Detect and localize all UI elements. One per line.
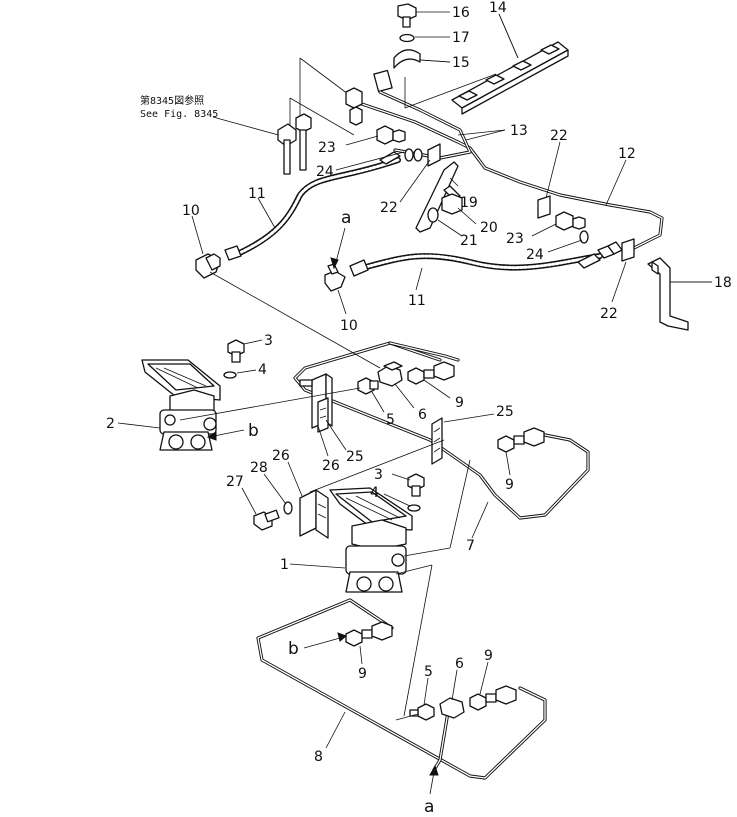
callout-20: 20 xyxy=(480,220,498,236)
clamps-22 xyxy=(427,143,635,262)
callout-24-upper: 24 xyxy=(316,164,334,180)
callout-23-upper: 23 xyxy=(318,140,336,156)
fitting-9-lower-left xyxy=(345,621,393,647)
callout-4-lower: 4 xyxy=(370,485,379,501)
bracket-18 xyxy=(647,257,712,331)
callout-26-lower: 26 xyxy=(272,448,290,464)
callout-9-right: 9 xyxy=(505,477,514,493)
washer-4-lower xyxy=(407,504,421,512)
elbow-10-left xyxy=(195,253,221,279)
washer-28 xyxy=(283,501,293,515)
arrow-b-lower xyxy=(303,632,347,649)
callout-5-upper: 5 xyxy=(386,412,395,428)
callout-22-left: 22 xyxy=(380,200,398,216)
upper-left-fittings xyxy=(277,57,361,175)
callout-17: 17 xyxy=(452,30,470,46)
callout-16: 16 xyxy=(452,5,470,21)
callout-9-lower-right: 9 xyxy=(484,648,493,664)
callout-1: 1 xyxy=(280,557,289,573)
reference-note-jp: 第8345図参照 xyxy=(140,94,204,107)
bracket-26-lower xyxy=(299,489,329,539)
fitting-5-lower xyxy=(409,703,435,721)
connection-leader-lines xyxy=(179,271,471,721)
callout-15: 15 xyxy=(452,55,470,71)
arrow-a-bottom xyxy=(429,764,439,795)
callout-3-lower: 3 xyxy=(374,467,383,483)
callout-6-upper: 6 xyxy=(418,407,427,423)
callout-11-upper: 11 xyxy=(248,186,266,202)
hose-11-upper xyxy=(224,151,401,261)
callout-2: 2 xyxy=(106,416,115,432)
mark-a-bottom: a xyxy=(424,797,434,817)
fitting-5-upper xyxy=(357,377,379,395)
callout-10-mid: 10 xyxy=(340,318,358,334)
callout-9-upper: 9 xyxy=(455,395,464,411)
mark-a-top: a xyxy=(341,208,351,228)
pipe-7 xyxy=(293,341,590,520)
fittings-23-24-upper xyxy=(376,125,423,162)
callout-27: 27 xyxy=(226,474,244,490)
bolt-3-lower xyxy=(407,473,425,497)
connection-letters: a b b a xyxy=(248,208,434,817)
mark-b-upper: b xyxy=(248,421,259,441)
hose-11-lower xyxy=(349,241,623,277)
brake-valve-1 xyxy=(329,487,413,593)
callout-numbers: 1 2 3 3 4 4 5 5 6 6 7 8 9 9 9 9 10 10 11… xyxy=(106,0,732,765)
pipe-13 xyxy=(345,87,664,252)
reference-note: 第8345図参照 See Fig. 8345 xyxy=(140,94,283,137)
callout-25-right: 25 xyxy=(496,404,514,420)
pipe-8 xyxy=(256,598,547,780)
elbow-10-mid xyxy=(324,263,346,292)
callout-3-upper: 3 xyxy=(264,333,273,349)
callout-10-left: 10 xyxy=(182,203,200,219)
callout-7: 7 xyxy=(466,538,475,554)
callout-19: 19 xyxy=(460,195,478,211)
callout-14: 14 xyxy=(489,0,507,16)
fittings-20-21 xyxy=(427,193,463,223)
mark-b-lower: b xyxy=(288,639,299,659)
bolt-27 xyxy=(253,509,280,531)
callout-18: 18 xyxy=(714,275,732,291)
bracket-25-upper xyxy=(317,397,329,433)
leader-lines-upper xyxy=(404,73,497,109)
bolt-16-washer-17-clamp-15 xyxy=(373,3,451,93)
callout-26-upper: 26 xyxy=(322,458,340,474)
bracket-25-right xyxy=(431,417,443,465)
washer-4-upper xyxy=(223,371,237,379)
fitting-9-upper xyxy=(407,361,455,385)
callout-12: 12 xyxy=(618,146,636,162)
fittings-23-24-right xyxy=(555,211,589,244)
fitting-9-lower-right xyxy=(469,685,517,711)
callout-23-right: 23 xyxy=(506,231,524,247)
connector-6-lower xyxy=(439,697,465,719)
callout-22-top-right: 22 xyxy=(550,128,568,144)
callout-6-lower: 6 xyxy=(455,656,464,672)
reference-note-en: See Fig. 8345 xyxy=(140,109,218,120)
arrow-b-upper xyxy=(206,429,245,441)
callout-9-lower-left: 9 xyxy=(358,666,367,682)
callout-5-lower: 5 xyxy=(424,664,433,680)
fitting-9-right xyxy=(497,427,545,453)
bolt-3-upper xyxy=(227,339,245,363)
callout-28: 28 xyxy=(250,460,268,476)
callout-4-upper: 4 xyxy=(258,362,267,378)
arrow-a-top xyxy=(330,227,346,270)
connector-6-upper xyxy=(377,361,403,387)
callout-8: 8 xyxy=(314,749,323,765)
callout-11-lower: 11 xyxy=(408,293,426,309)
bracket-14 xyxy=(451,13,569,115)
callout-21: 21 xyxy=(460,233,478,249)
callout-leaders xyxy=(117,13,712,749)
callout-25-upper: 25 xyxy=(346,449,364,465)
callout-13: 13 xyxy=(510,123,528,139)
callout-22-lower-right: 22 xyxy=(600,306,618,322)
callout-24-right: 24 xyxy=(526,247,544,263)
